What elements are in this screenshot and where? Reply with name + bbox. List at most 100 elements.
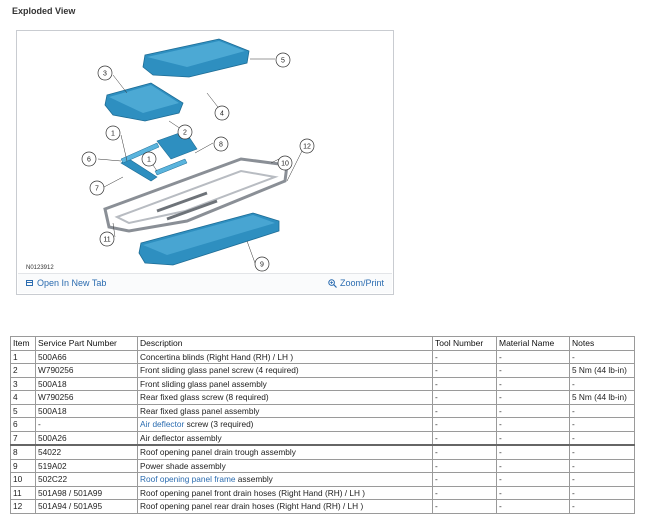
callout-4: 4 [215, 106, 229, 120]
svg-text:7: 7 [95, 186, 99, 193]
cell-service-part-number: 54022 [36, 445, 138, 459]
parts-table: Item Service Part Number Description Too… [10, 336, 635, 514]
cell-tool-number: - [433, 459, 497, 473]
cell-notes: - [570, 473, 635, 487]
header-notes: Notes [570, 337, 635, 351]
cell-description: Roof opening panel drain trough assembly [138, 445, 433, 459]
cell-notes: - [570, 500, 635, 514]
svg-text:11: 11 [103, 237, 110, 244]
cell-tool-number: - [433, 486, 497, 500]
cell-notes: - [570, 377, 635, 391]
cell-service-part-number: 502C22 [36, 473, 138, 487]
callout-2: 2 [178, 125, 192, 139]
zoom-print-label: Zoom/Print [340, 278, 384, 288]
cell-tool-number: - [433, 500, 497, 514]
cell-tool-number: - [433, 445, 497, 459]
cell-notes: - [570, 459, 635, 473]
callout-10: 10 [278, 156, 292, 170]
cell-material-name: - [497, 445, 570, 459]
cell-service-part-number: 501A98 / 501A99 [36, 486, 138, 500]
cell-item: 1 [11, 350, 36, 364]
cell-material-name: - [497, 350, 570, 364]
description-link[interactable]: Air deflector [140, 419, 184, 429]
cell-tool-number: - [433, 377, 497, 391]
cell-material-name: - [497, 500, 570, 514]
cell-service-part-number: - [36, 418, 138, 432]
description-link[interactable]: Roof opening panel frame [140, 474, 235, 484]
cell-notes: - [570, 445, 635, 459]
table-row: 10502C22Roof opening panel frame assembl… [11, 473, 635, 487]
cell-material-name: - [497, 418, 570, 432]
header-material-name: Material Name [497, 337, 570, 351]
callout-3: 3 [98, 66, 112, 80]
cell-item: 10 [11, 473, 36, 487]
svg-text:3: 3 [103, 71, 107, 78]
table-row: 4W790256Rear fixed glass screw (8 requir… [11, 391, 635, 405]
svg-text:2: 2 [183, 130, 187, 137]
cell-description: Air deflector screw (3 required) [138, 418, 433, 432]
cell-description: Roof opening panel frame assembly [138, 473, 433, 487]
callout-9: 9 [255, 257, 269, 271]
cell-description: Front sliding glass panel screw (4 requi… [138, 364, 433, 378]
table-row: 6-Air deflector screw (3 required)--- [11, 418, 635, 432]
cell-material-name: - [497, 473, 570, 487]
table-row: 1500A66Concertina blinds (Right Hand (RH… [11, 350, 635, 364]
callout-6: 6 [82, 152, 96, 166]
cell-item: 2 [11, 364, 36, 378]
svg-text:1: 1 [147, 157, 151, 164]
cell-item: 5 [11, 404, 36, 418]
cell-item: 4 [11, 391, 36, 405]
concertina-blind-2 [155, 159, 187, 175]
cell-description: Rear fixed glass screw (8 required) [138, 391, 433, 405]
cell-item: 9 [11, 459, 36, 473]
cell-description: Concertina blinds (Right Hand (RH) / LH … [138, 350, 433, 364]
cell-tool-number: - [433, 418, 497, 432]
cell-material-name: - [497, 377, 570, 391]
cell-description: Roof opening panel front drain hoses (Ri… [138, 486, 433, 500]
cell-service-part-number: 500A18 [36, 404, 138, 418]
callout-1: 1 [106, 126, 120, 140]
cell-tool-number: - [433, 404, 497, 418]
svg-text:5: 5 [281, 58, 285, 65]
table-row: 11501A98 / 501A99Roof opening panel fron… [11, 486, 635, 500]
cell-item: 8 [11, 445, 36, 459]
open-in-new-tab-link[interactable]: Open In New Tab [26, 278, 106, 288]
description-text: assembly [235, 474, 272, 484]
cell-notes: - [570, 486, 635, 500]
cell-notes: - [570, 418, 635, 432]
cell-item: 11 [11, 486, 36, 500]
cell-service-part-number: 500A18 [36, 377, 138, 391]
table-row: 9519A02Power shade assembly--- [11, 459, 635, 473]
cell-description: Rear fixed glass panel assembly [138, 404, 433, 418]
svg-text:12: 12 [303, 144, 311, 151]
cell-notes: - [570, 431, 635, 445]
cell-tool-number: - [433, 350, 497, 364]
cell-material-name: - [497, 431, 570, 445]
callout-7: 7 [90, 181, 104, 195]
header-service-part-number: Service Part Number [36, 337, 138, 351]
cell-tool-number: - [433, 431, 497, 445]
svg-text:9: 9 [260, 262, 264, 269]
table-row: 3500A18Front sliding glass panel assembl… [11, 377, 635, 391]
section-title: Exploded View [12, 6, 75, 16]
zoom-print-link[interactable]: Zoom/Print [328, 278, 384, 288]
table-row: 12501A94 / 501A95Roof opening panel rear… [11, 500, 635, 514]
cell-material-name: - [497, 364, 570, 378]
header-item: Item [11, 337, 36, 351]
cell-tool-number: - [433, 364, 497, 378]
cell-service-part-number: 519A02 [36, 459, 138, 473]
svg-text:6: 6 [87, 157, 91, 164]
cell-description: Air deflector assembly [138, 431, 433, 445]
table-header-row: Item Service Part Number Description Too… [11, 337, 635, 351]
cell-service-part-number: W790256 [36, 391, 138, 405]
exploded-view-diagram: 5 3 4 2 1 8 6 1 7 12 10 11 9 [17, 31, 393, 275]
table-row: 854022Roof opening panel drain trough as… [11, 445, 635, 459]
header-tool-number: Tool Number [433, 337, 497, 351]
cell-tool-number: - [433, 473, 497, 487]
cell-material-name: - [497, 404, 570, 418]
callout-5: 5 [276, 53, 290, 67]
cell-item: 7 [11, 431, 36, 445]
cell-material-name: - [497, 459, 570, 473]
cell-service-part-number: 500A66 [36, 350, 138, 364]
cell-notes: 5 Nm (44 lb-in) [570, 364, 635, 378]
